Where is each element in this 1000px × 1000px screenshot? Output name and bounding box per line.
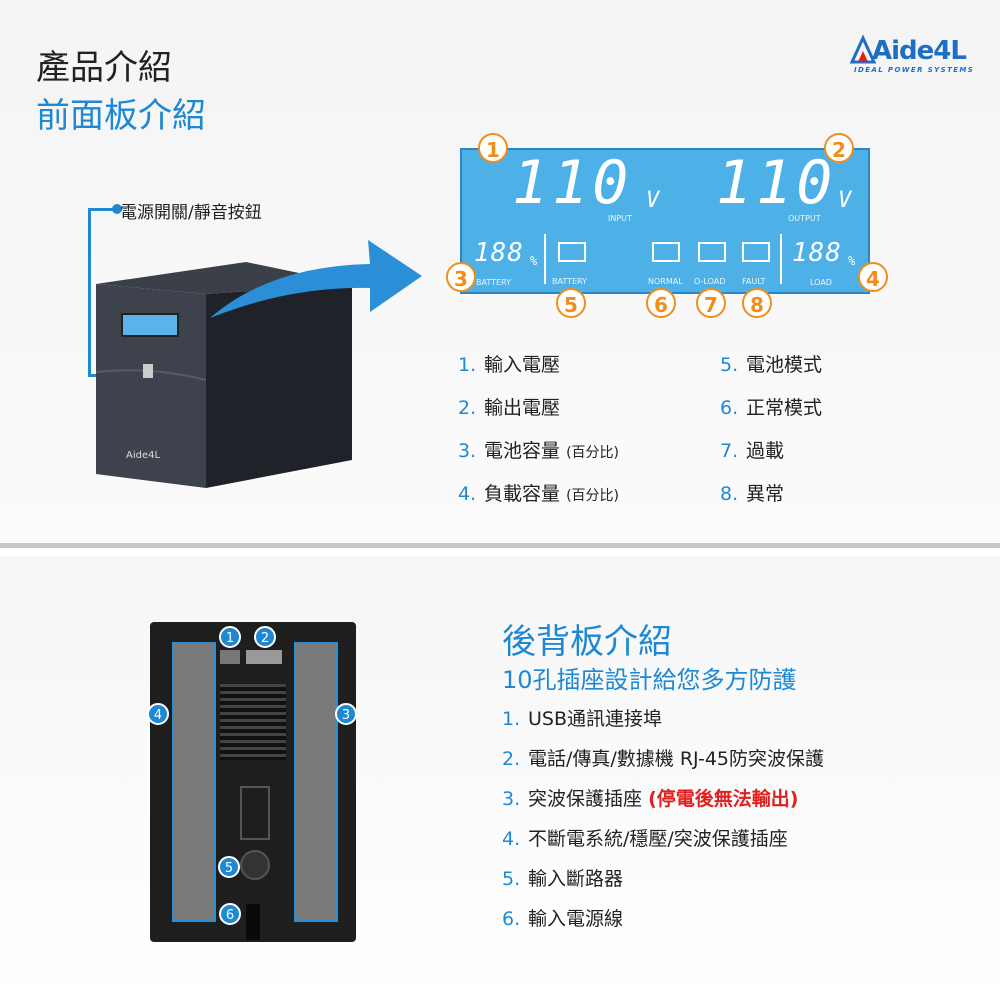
rear-badge-5: 5 (218, 856, 240, 878)
feature-item: 5.電池模式 (720, 354, 823, 376)
lcd-input-label: INPUT (608, 214, 632, 223)
lcd-normal-label: NORMAL (648, 277, 683, 286)
ups-rear-image (150, 622, 356, 942)
lcd-fault-label: FAULT (742, 277, 766, 286)
lcd-display: 110 V INPUT 110 V OUTPUT 188 % BATTERY B… (460, 148, 870, 294)
rear-badge-6: 6 (219, 903, 241, 925)
lcd-battery-label: BATTERY (476, 278, 511, 287)
outlet-strip-left (172, 642, 216, 922)
ups-front-image: Aide4L (95, 262, 352, 488)
badge-6: 6 (646, 288, 676, 318)
badge-8: 8 (742, 288, 772, 318)
lcd-load-percent: 188 (792, 238, 842, 268)
lcd-output-unit: V (838, 188, 852, 213)
badge-5: 5 (556, 288, 586, 318)
logo-mountain-icon (849, 34, 877, 64)
overload-icon (698, 242, 726, 262)
rear-badge-1: 1 (219, 626, 241, 648)
lcd-input-unit: V (646, 188, 660, 213)
lcd-battery-mode-label: BATTERY (552, 277, 587, 286)
badge-1: 1 (478, 133, 508, 163)
badge-4: 4 (858, 262, 888, 292)
logo-wordmark: Aide4L (872, 36, 967, 66)
battery-icon (558, 242, 586, 262)
front-panel-section: 產品介紹 前面板介紹 Aide4L IDEAL POWER SYSTEMS 電源… (0, 0, 1000, 548)
rear-panel-subheading: 10孔插座設計給您多方防護 (502, 666, 797, 694)
normal-wave-icon (652, 242, 680, 262)
rear-item: 5.輸入斷路器 (502, 868, 624, 890)
power-button-callout: 電源開關/靜音按鈕 (120, 203, 262, 223)
page-title: 產品介紹 (36, 48, 172, 88)
feature-item: 8.異常 (720, 483, 785, 505)
front-panel-heading: 前面板介紹 (36, 96, 206, 136)
arrow-icon (210, 240, 422, 318)
callout-line-h1 (88, 208, 116, 211)
rear-item: 2.電話/傳真/數據機 RJ-45防突波保護 (502, 748, 825, 770)
rear-item: 3.突波保護插座 (停電後無法輸出) (502, 788, 799, 810)
rear-item: 1.USB通訊連接埠 (502, 708, 663, 730)
feature-item: 7.過載 (720, 440, 785, 462)
lcd-load-pct-sign: % (848, 254, 856, 268)
circuit-breaker (240, 850, 270, 880)
rear-badge-3: 3 (335, 703, 357, 725)
feature-item: 6.正常模式 (720, 397, 823, 419)
lcd-load-label: LOAD (810, 278, 832, 287)
feature-item: 4.負載容量 (百分比) (458, 483, 619, 505)
lcd-output-label: OUTPUT (788, 214, 821, 223)
brand-logo: Aide4L IDEAL POWER SYSTEMS (848, 34, 988, 79)
label-slot (240, 786, 270, 840)
rear-badge-2: 2 (254, 626, 276, 648)
rear-badge-4: 4 (147, 703, 169, 725)
vent-grille (220, 684, 286, 760)
usb-port (220, 650, 240, 664)
rear-panel-heading: 後背板介紹 (502, 622, 672, 662)
lcd-battery-pct-sign: % (530, 254, 538, 268)
lcd-input-voltage: 110 (512, 148, 633, 218)
feature-item: 2.輸出電壓 (458, 397, 561, 419)
badge-7: 7 (696, 288, 726, 318)
feature-item: 1.輸入電壓 (458, 354, 561, 376)
rear-item: 4.不斷電系統/穩壓/突波保護插座 (502, 828, 788, 850)
lcd-battery-percent: 188 (474, 238, 524, 268)
logo-tagline: IDEAL POWER SYSTEMS (854, 66, 975, 74)
feature-item: 3.電池容量 (百分比) (458, 440, 619, 462)
lcd-output-voltage: 110 (716, 148, 837, 218)
rj45-ports (246, 650, 282, 664)
callout-dot (112, 204, 122, 214)
lcd-oload-label: O-LOAD (694, 277, 726, 286)
rear-item: 6.輸入電源線 (502, 908, 624, 930)
lcd-divider (544, 234, 546, 284)
badge-3: 3 (446, 262, 476, 292)
power-cord (246, 904, 260, 940)
lcd-divider (780, 234, 782, 284)
outlet-strip-right (294, 642, 338, 922)
svg-text:Aide4L: Aide4L (126, 450, 160, 461)
fault-warning-icon (742, 242, 770, 262)
callout-line-v (88, 208, 91, 376)
badge-2: 2 (824, 133, 854, 163)
